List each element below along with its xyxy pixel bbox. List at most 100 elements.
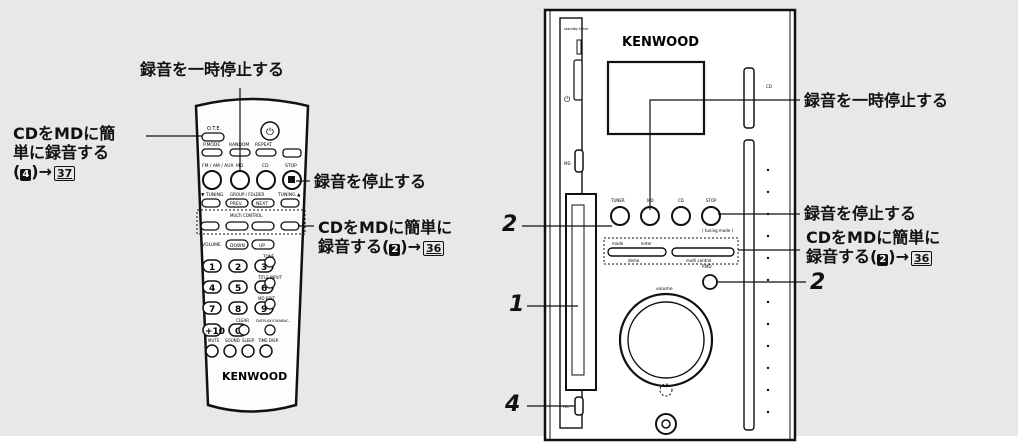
remote-tuning-up-button xyxy=(280,198,300,208)
remote-md-button xyxy=(230,170,250,190)
remote-repeat-button xyxy=(255,148,277,157)
unit-led-dot xyxy=(766,410,770,414)
remote-md-edit-label: MD EDIT xyxy=(258,296,276,301)
power-icon: ⏻ xyxy=(266,127,274,138)
remote-timedisp-button xyxy=(259,344,273,358)
unit-md-eject-button xyxy=(574,149,584,173)
remote-prev-button xyxy=(225,198,249,208)
unit-cd-slot xyxy=(743,139,755,431)
remote-key-label: +10 xyxy=(205,327,225,337)
remote-pause-button xyxy=(282,148,302,158)
page-ref-link[interactable]: 36 xyxy=(911,251,933,266)
remote-side-button-3[interactable] xyxy=(264,324,276,336)
remote-mute-button xyxy=(205,344,219,358)
remote-digit-label: 6 xyxy=(261,284,267,294)
unit-cd-button-label: CD xyxy=(678,198,684,203)
step-number-1: 1 xyxy=(509,292,525,317)
remote-clear-label: CLEAR xyxy=(236,318,249,323)
remote-ote-button xyxy=(201,132,225,142)
unit-volume-knob-inner xyxy=(627,301,705,379)
remote-sound-button xyxy=(223,344,237,358)
remote-repeat-label: REPEAT xyxy=(255,142,272,148)
unit-cd-button xyxy=(671,206,691,226)
page-ref-link[interactable]: 37 xyxy=(54,166,76,181)
remote-side-button-2[interactable] xyxy=(264,298,276,310)
main-unit: KENWOOD standby timer ⏻ MD CD TUNER MD C… xyxy=(543,8,797,442)
remote-next-label: NEXT xyxy=(256,201,268,207)
remote-tuner-button xyxy=(202,170,222,190)
unit-cd-eject-label: CD xyxy=(766,84,772,89)
unit-pause-label: P.MD xyxy=(702,264,712,269)
unit-led-dot xyxy=(766,344,770,348)
annotation-unit-easy-record: CDをMDに簡単に 録音する(2)→36 xyxy=(806,228,940,266)
remote-prev-label: PREV. xyxy=(230,201,243,207)
annotation-remote-easy-record-2: CDをMDに簡単に 録音する(2)→36 xyxy=(318,218,452,256)
unit-remote-sensor xyxy=(659,383,673,397)
annotation-line-1: CDをMDに簡単に xyxy=(806,228,941,247)
remote-sleep-button xyxy=(241,344,255,358)
remote-volume-down-button xyxy=(225,239,249,250)
remote-digit-label: 2 xyxy=(235,263,241,273)
remote-digit-label: 9 xyxy=(261,305,267,315)
annotation-line-2: 録音する(2)→36 xyxy=(318,237,445,256)
unit-led-dot xyxy=(766,190,770,194)
remote-digit-label: 8 xyxy=(235,305,241,315)
remote-volume-label: VOLUME xyxy=(202,242,221,248)
unit-enter-label: enter xyxy=(641,241,652,246)
remote-side-button-0[interactable] xyxy=(264,256,276,268)
remote-ff-button xyxy=(251,221,275,231)
unit-top-slot xyxy=(573,59,583,101)
unit-standby-indicator xyxy=(576,39,582,55)
unit-led-dot xyxy=(766,168,770,172)
remote-random-label: RANDOM xyxy=(229,142,249,148)
annotation-unit-pause: 録音を一時停止する xyxy=(804,91,949,110)
unit-brand: KENWOOD xyxy=(622,35,699,50)
page-ref-link[interactable]: 36 xyxy=(423,241,445,256)
unit-led-dot xyxy=(766,256,770,260)
remote-pmode-label: P.MODE xyxy=(203,142,220,148)
remote-digit-label: 1 xyxy=(209,263,215,273)
remote-control: O.T.E. ⏻ P.MODE RANDOM REPEAT FM / AM / … xyxy=(194,97,310,413)
remote-digit-4-button[interactable] xyxy=(202,280,222,294)
remote-digit-label: 4 xyxy=(209,284,215,294)
remote-next-button xyxy=(251,198,275,208)
remote-digit-8-button[interactable] xyxy=(228,301,248,315)
remote-enter-button xyxy=(280,221,300,231)
unit-stop-button xyxy=(701,206,721,226)
remote-side-button-1[interactable] xyxy=(264,277,276,289)
unit-led-dot xyxy=(766,234,770,238)
remote-plus10-button[interactable] xyxy=(202,323,222,337)
unit-volume-label: volume xyxy=(656,286,673,292)
remote-digit-1-button[interactable] xyxy=(202,259,222,273)
unit-led-dot xyxy=(766,366,770,370)
remote-tuning-right-label: TUNING ▲ xyxy=(277,192,301,198)
annotation-line-1: CDをMDに簡単に xyxy=(318,218,453,237)
unit-power-icon: ⏻ xyxy=(564,95,571,104)
unit-pause-button xyxy=(702,274,718,290)
step-number-4: 4 xyxy=(505,392,521,417)
leader-lines xyxy=(146,88,806,407)
remote-mode-button xyxy=(200,221,220,231)
annotation-line-2: 単に録音する xyxy=(13,143,110,162)
unit-standby-label: standby timer xyxy=(564,27,589,31)
annotation-remote-pause: 録音を一時停止する xyxy=(140,60,285,79)
remote-fmamaux-label: FM / AM / AUX xyxy=(202,163,234,169)
remote-power-button xyxy=(260,121,280,141)
remote-cd-button xyxy=(256,170,276,190)
unit-led-dot xyxy=(766,278,770,282)
remote-clear-button[interactable] xyxy=(238,324,250,336)
remote-sound-label: SOUND xyxy=(225,338,240,343)
remote-digit-7-button[interactable] xyxy=(202,301,222,315)
remote-tuning-down-button xyxy=(201,198,221,208)
unit-led-column xyxy=(766,168,770,414)
remote-multi-control-box xyxy=(196,209,306,235)
remote-digit-5-button[interactable] xyxy=(228,280,248,294)
remote-body xyxy=(194,97,310,413)
remote-tuning-left-label: ▼ TUNING xyxy=(201,192,224,198)
annotation-unit-stop: 録音を停止する xyxy=(804,204,917,223)
remote-digit-2-button[interactable] xyxy=(228,259,248,273)
remote-mute-label: MUTE xyxy=(208,338,220,343)
unit-tuner-button xyxy=(610,206,630,226)
